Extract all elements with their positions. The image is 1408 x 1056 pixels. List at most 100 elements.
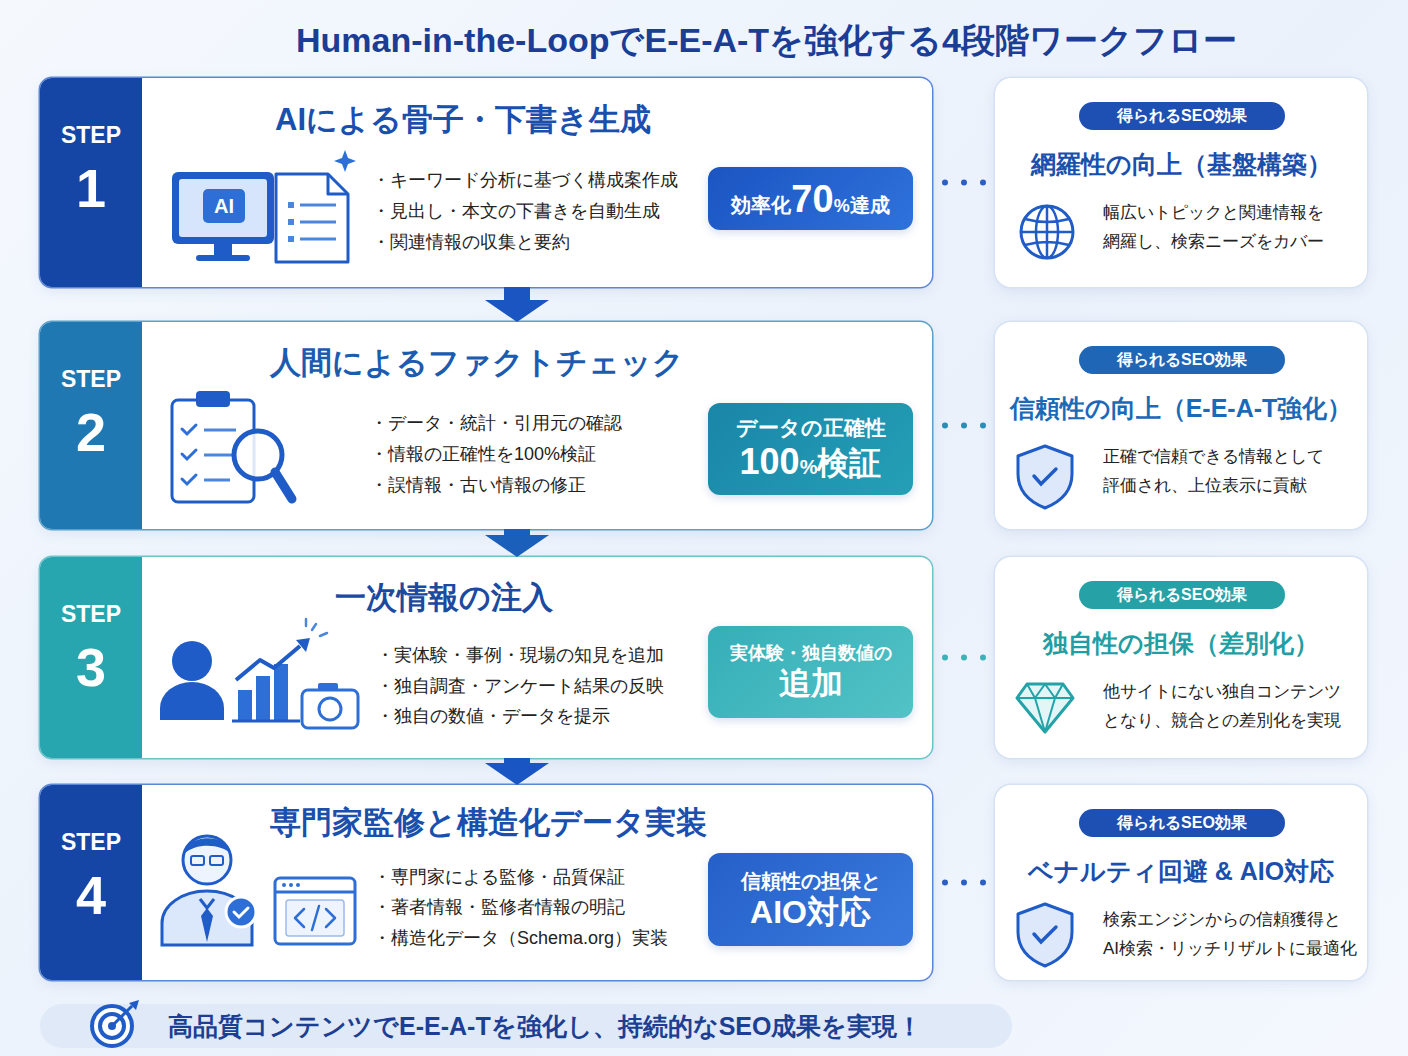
badge-row: AIO対応 — [750, 893, 871, 931]
effect-pill: 得られるSEO効果 — [1079, 102, 1285, 130]
card-text: 他サイトにない独自コンテンツ となり、競合との差別化を実現 — [1103, 677, 1365, 735]
camera-body — [302, 690, 358, 728]
globe-outline — [1021, 206, 1073, 258]
metric-badge: データの正確性100%検証 — [708, 403, 913, 495]
effect-card: ベナルティ回避 & AIO対応検索エンジンからの信頼獲得と AI検索・リッチリザ… — [995, 785, 1367, 980]
card-heading: 網羅性の向上（基盤構築） — [995, 148, 1367, 180]
step-number: 3 — [76, 636, 106, 698]
badge-row: データの正確性 — [736, 415, 886, 440]
step-box: AIによる骨子・下書き生成・キーワード分析に基づく構成案作成・見出し・本文の下書… — [40, 78, 932, 287]
chart-bar — [238, 690, 252, 720]
clipboard-clip — [196, 391, 230, 407]
sparkle — [334, 150, 356, 172]
card-text: 検索エンジンからの信頼獲得と AI検索・リッチリザルトに最適化 — [1103, 905, 1365, 963]
globe-grid — [1021, 206, 1073, 258]
shield-icon — [1018, 904, 1072, 966]
trend-line — [236, 646, 300, 680]
step-bullet: ・専門家による監修・品質保証 — [373, 865, 625, 889]
shield-body — [1018, 446, 1072, 508]
dotted-connector — [932, 180, 995, 186]
shield-icon — [1018, 446, 1072, 508]
diamond-icon — [1017, 684, 1073, 732]
globe-meridian — [1036, 206, 1058, 258]
metric-badge: 信頼性の担保とAIO対応 — [708, 853, 913, 946]
monitor-base — [196, 255, 250, 261]
document-icon — [276, 150, 356, 262]
pill-text: 得られるSEO効果 — [1117, 106, 1247, 126]
shield-body — [1018, 904, 1072, 966]
chart-icon — [232, 619, 327, 721]
list-line — [300, 204, 336, 207]
monitor-icon — [172, 172, 274, 261]
step-bullet: ・独自の数値・データを提示 — [376, 704, 610, 728]
expert-glasses — [210, 856, 223, 865]
diagram-title: Human-in-the-LoopでE-E-A-Tを強化する4段階ワークフロー — [240, 18, 1293, 62]
expert-collar — [200, 899, 214, 908]
card-heading: 信頼性の向上（E-E-A-T強化） — [995, 392, 1367, 424]
document-fold — [328, 174, 348, 194]
pill-text: 得られるSEO効果 — [1117, 350, 1247, 370]
camera-icon — [302, 683, 358, 728]
badge-text: % — [800, 455, 818, 479]
code-area — [286, 900, 344, 936]
step-bullet: ・キーワード分析に基づく構成案作成 — [372, 168, 678, 192]
target-arrow — [112, 1006, 132, 1026]
clipboard-board — [172, 400, 254, 502]
badge-text: % — [834, 195, 850, 217]
step-bullet: ・情報の正確性を100%検証 — [370, 442, 596, 466]
flow-arrow — [485, 529, 549, 557]
shield-check — [1034, 469, 1056, 484]
monitor-frame — [172, 172, 274, 244]
badge-row: 追加 — [779, 664, 843, 702]
magnifier-lens — [234, 431, 282, 479]
step-label: STEP — [61, 828, 121, 856]
list-line — [300, 238, 336, 241]
dotted-connector — [932, 423, 995, 429]
camera-top — [318, 683, 338, 692]
chart-bar — [256, 676, 270, 720]
window-dot — [296, 883, 300, 887]
summary-text: 高品質コンテンツでE-E-A-Tを強化し、持続的なSEO成果を実現！ — [168, 1011, 922, 1041]
step-bullet: ・データ・統計・引用元の確認 — [370, 411, 622, 435]
verify-badge — [226, 897, 256, 927]
badge-text: 100 — [740, 440, 800, 483]
person-icon — [160, 641, 224, 720]
check-lines — [204, 430, 236, 480]
target-ring — [92, 1006, 132, 1046]
clipboard-icon — [172, 391, 292, 502]
trend-head — [296, 638, 310, 652]
list-line — [300, 221, 336, 224]
chart-axis — [232, 720, 300, 723]
step-box: 一次情報の注入・実体験・事例・現場の知見を追加・独自調査・アンケート結果の反映・… — [40, 557, 932, 758]
globe-icon — [1021, 206, 1073, 258]
step-bullet: ・関連情報の収集と要約 — [372, 230, 570, 254]
step-bullet: ・独自調査・アンケート結果の反映 — [376, 674, 664, 698]
step-bullet: ・著者情報・監修者情報の明記 — [373, 895, 625, 919]
step-box: 専門家監修と構造化データ実装・専門家による監修・品質保証・著者情報・監修者情報の… — [40, 785, 932, 980]
document-sheet — [276, 174, 348, 262]
list-dot — [288, 202, 294, 208]
effect-card: 網羅性の向上（基盤構築）幅広いトピックと関連情報を 網羅し、検索ニーズをカバー得… — [995, 78, 1367, 287]
verify-check — [234, 908, 248, 917]
step-bullet: ・構造化データ（Schema.org）実装 — [373, 926, 668, 950]
step-bullet: ・見出し・本文の下書きを自動生成 — [372, 199, 660, 223]
step-number: 2 — [76, 401, 106, 463]
effect-card: 独自性の担保（差別化） 他サイトにない独自コンテンツ となり、競合との差別化を実現… — [995, 557, 1367, 758]
expert-hair — [184, 838, 231, 854]
card-heading: 独自性の担保（差別化） — [995, 627, 1367, 659]
badge-text: 検証 — [817, 444, 881, 482]
badge-text: 効率化 — [731, 193, 791, 217]
effect-card: 信頼性の向上（E-E-A-T強化）正確で信頼できる情報として 評価され、上位表示… — [995, 322, 1367, 529]
window-frame — [275, 878, 355, 944]
target-center — [108, 1022, 116, 1030]
badge-row: 効率化70%達成 — [731, 176, 889, 222]
target-fletch — [129, 1000, 139, 1010]
step-band: STEP1 — [40, 78, 142, 287]
badge-text: 追加 — [779, 664, 843, 702]
magnifier-handle — [275, 472, 292, 499]
effect-pill: 得られるSEO効果 — [1079, 346, 1285, 374]
badge-text: 実体験・独自数値の — [730, 642, 892, 664]
badge-row: 信頼性の担保と — [741, 869, 881, 893]
